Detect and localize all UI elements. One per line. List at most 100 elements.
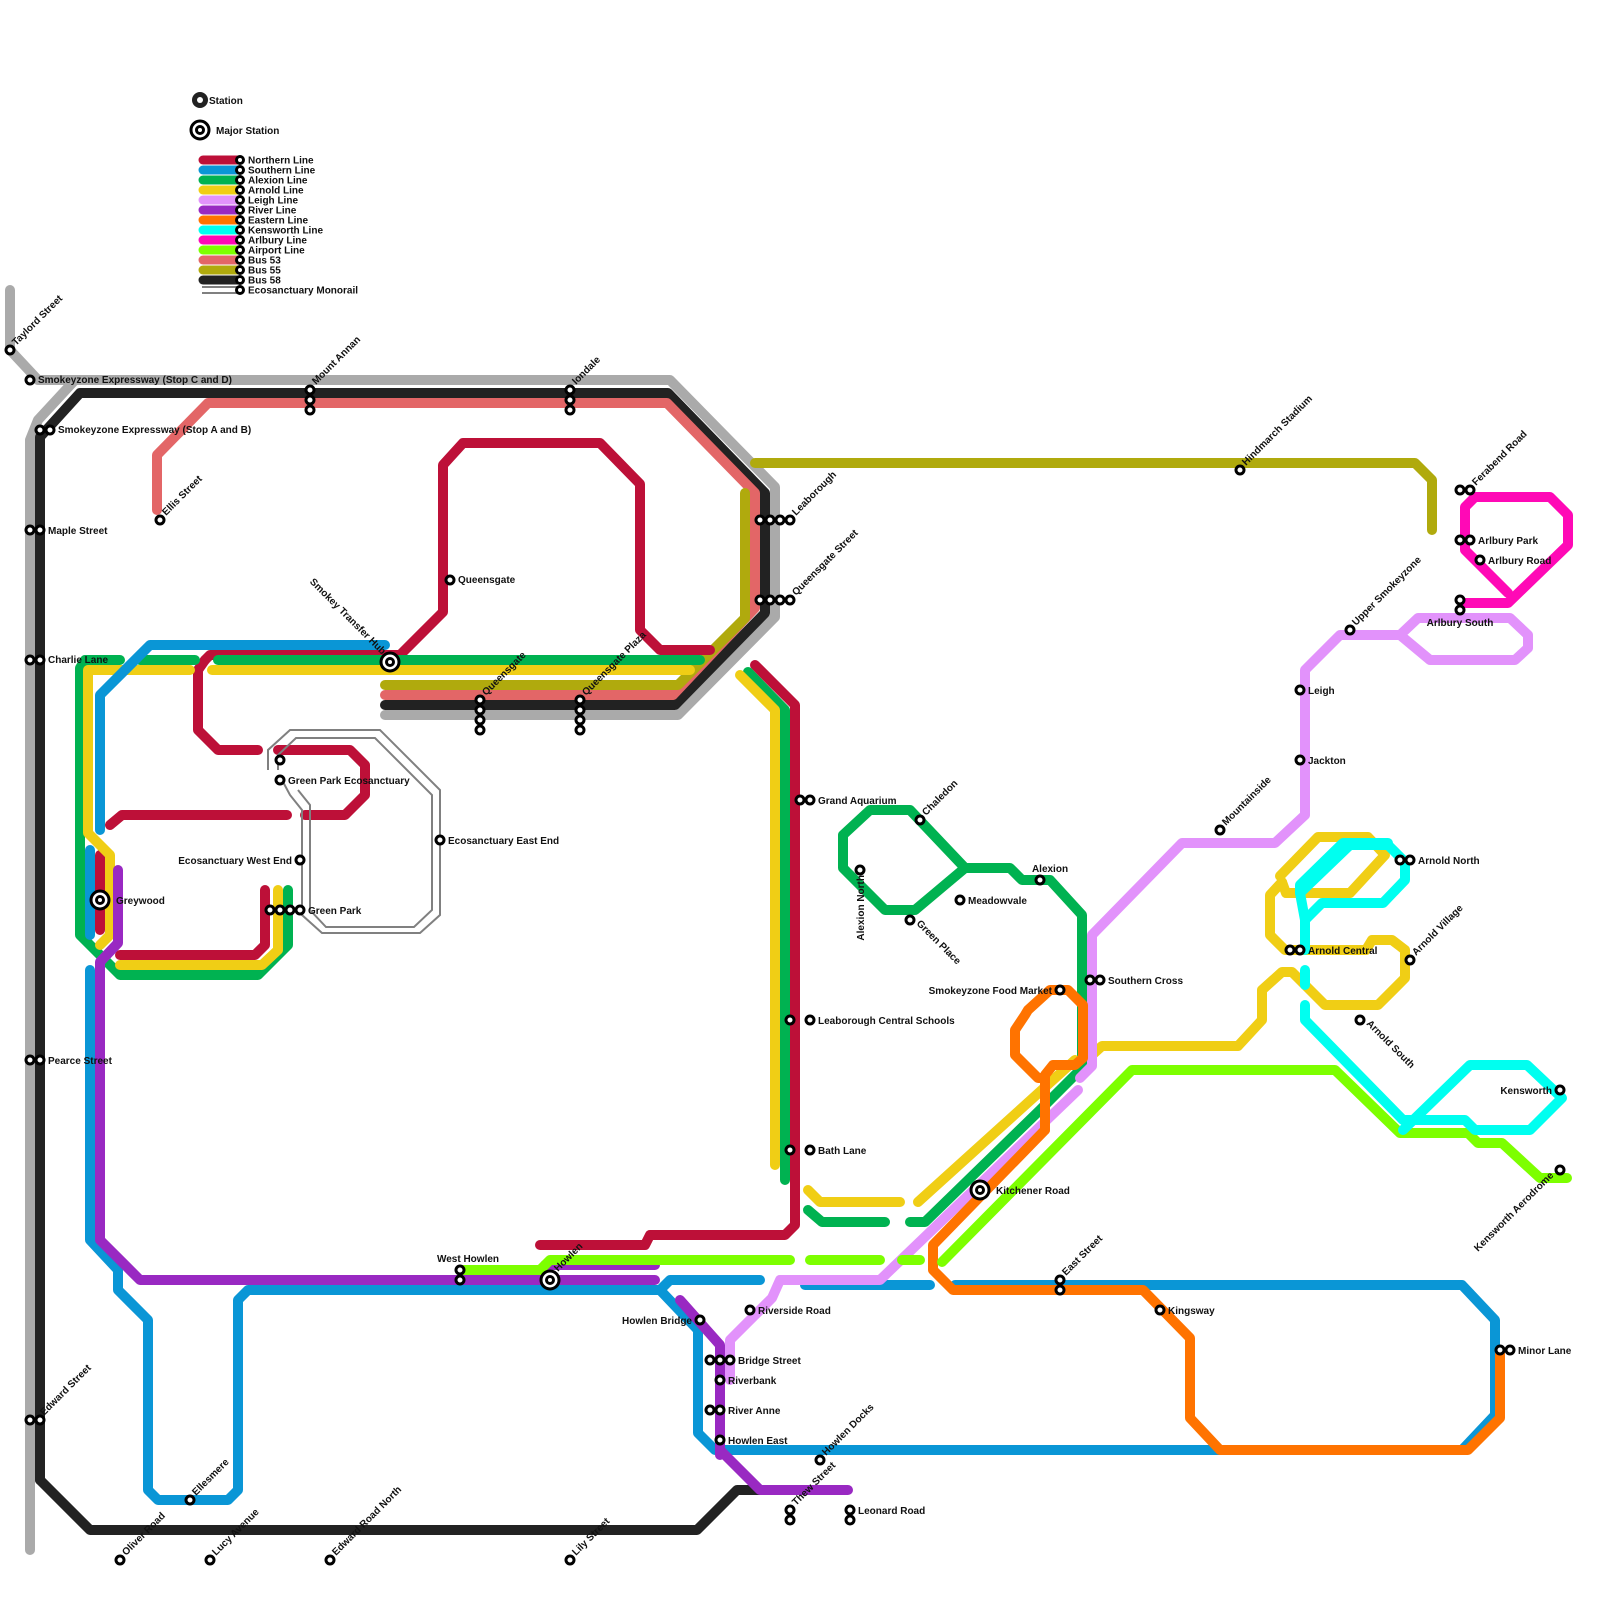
station-marker[interactable] bbox=[1294, 754, 1306, 766]
station-kensworth[interactable]: Kensworth bbox=[1500, 1084, 1566, 1097]
station-marker[interactable] bbox=[264, 904, 276, 916]
station-marker[interactable] bbox=[784, 1504, 796, 1516]
station-leonard-road[interactable]: Leonard Road bbox=[844, 1504, 925, 1526]
station-marker[interactable] bbox=[814, 1454, 826, 1466]
station-howlen-bridge[interactable]: Howlen Bridge bbox=[622, 1314, 706, 1327]
station-marker[interactable] bbox=[1494, 1344, 1506, 1356]
station-marker[interactable] bbox=[714, 1374, 726, 1386]
station-arlbury-park[interactable]: Arlbury Park bbox=[1454, 534, 1538, 547]
station-marker[interactable] bbox=[1394, 854, 1406, 866]
station-riverbank[interactable]: Riverbank bbox=[714, 1374, 777, 1387]
line-kensworth[interactable] bbox=[1295, 838, 1567, 1135]
station-marker[interactable] bbox=[1284, 944, 1296, 956]
station-marker[interactable] bbox=[294, 854, 306, 866]
station-arlbury-south[interactable]: Arlbury South bbox=[1427, 594, 1494, 629]
station-marker[interactable] bbox=[1404, 954, 1416, 966]
station-bridge-street[interactable]: Bridge Street bbox=[704, 1354, 801, 1367]
station-minor-lane[interactable]: Minor Lane bbox=[1494, 1344, 1572, 1357]
station-marker[interactable] bbox=[284, 904, 296, 916]
station-marker[interactable] bbox=[794, 794, 806, 806]
station-marker[interactable] bbox=[844, 1514, 856, 1526]
station-marker[interactable] bbox=[764, 514, 776, 526]
station-marker[interactable] bbox=[1464, 534, 1476, 546]
station-marker[interactable] bbox=[1554, 1084, 1566, 1096]
station-marker[interactable] bbox=[1504, 1344, 1516, 1356]
station-marker[interactable] bbox=[1054, 1274, 1066, 1286]
station-marker[interactable] bbox=[1214, 824, 1226, 836]
station-marker[interactable] bbox=[1294, 684, 1306, 696]
station-marker[interactable] bbox=[744, 1304, 756, 1316]
station-marker[interactable] bbox=[1464, 484, 1476, 496]
station-marker[interactable] bbox=[34, 524, 46, 536]
station-marker[interactable] bbox=[714, 1434, 726, 1446]
station-marker[interactable] bbox=[24, 1054, 36, 1066]
station-marker[interactable] bbox=[724, 1354, 736, 1366]
station-riverside-road[interactable]: Riverside Road bbox=[744, 1304, 831, 1317]
station-marker[interactable] bbox=[574, 704, 586, 716]
station-marker[interactable] bbox=[454, 1274, 466, 1286]
station-edward-road-north[interactable]: Edward Road North bbox=[324, 1484, 404, 1566]
station-marker[interactable] bbox=[24, 1414, 36, 1426]
station-marker[interactable] bbox=[474, 724, 486, 736]
station-kingsway[interactable]: Kingsway bbox=[1154, 1304, 1215, 1317]
station-queensgate-north[interactable]: Queensgate bbox=[444, 574, 516, 586]
station-river-anne[interactable]: River Anne bbox=[704, 1404, 781, 1417]
station-green-park-ecosanctuary[interactable]: Green Park Ecosanctuary bbox=[274, 754, 410, 787]
station-marker[interactable] bbox=[774, 514, 786, 526]
station-alexion-north[interactable]: Alexion North bbox=[854, 864, 867, 941]
station-lucy-avenue[interactable]: Lucy Avenue bbox=[204, 1507, 262, 1566]
station-marker[interactable] bbox=[1454, 604, 1466, 616]
station-marker[interactable] bbox=[204, 1554, 216, 1566]
station-southern-cross[interactable]: Southern Cross bbox=[1084, 974, 1183, 987]
station-marker[interactable] bbox=[564, 384, 576, 396]
line-eastern[interactable] bbox=[928, 985, 1505, 1455]
station-mountainside[interactable]: Mountainside bbox=[1214, 774, 1274, 836]
station-lily-street[interactable]: Lily Street bbox=[564, 1516, 613, 1566]
station-jackton[interactable]: Jackton bbox=[1294, 754, 1346, 767]
station-green-place[interactable]: Green Place bbox=[904, 914, 963, 967]
station-marker[interactable] bbox=[784, 1514, 796, 1526]
station-marker[interactable] bbox=[34, 1054, 46, 1066]
station-marker[interactable] bbox=[1034, 874, 1046, 886]
station-marker[interactable] bbox=[1354, 1014, 1366, 1026]
station-leaborough-central-schools[interactable]: Leaborough Central Schools bbox=[784, 1014, 955, 1027]
station-arlbury-road[interactable]: Arlbury Road bbox=[1474, 554, 1551, 567]
station-ecosanctuary-west-end[interactable]: Ecosanctuary West End bbox=[178, 854, 306, 867]
station-bath-lane[interactable]: Bath Lane bbox=[784, 1144, 867, 1157]
station-green-park[interactable]: Green Park bbox=[264, 904, 362, 917]
station-marker[interactable] bbox=[324, 1554, 336, 1566]
station-marker[interactable] bbox=[904, 914, 916, 926]
station-marker[interactable] bbox=[1454, 484, 1466, 496]
station-marker[interactable] bbox=[694, 1314, 706, 1326]
station-marker[interactable] bbox=[564, 1554, 576, 1566]
line-airport[interactable] bbox=[455, 1065, 1572, 1275]
station-marker[interactable] bbox=[714, 1404, 726, 1416]
station-west-howlen[interactable]: West Howlen bbox=[437, 1254, 499, 1286]
station-marker[interactable] bbox=[1094, 974, 1106, 986]
line-alexion[interactable] bbox=[75, 655, 1087, 1227]
station-smokeyzone-ab[interactable]: Smokeyzone Expressway (Stop A and B) bbox=[34, 424, 251, 436]
station-ferabend-road[interactable]: Ferabend Road bbox=[1454, 429, 1530, 496]
station-marker[interactable] bbox=[274, 754, 286, 766]
station-marker[interactable] bbox=[24, 524, 36, 536]
station-marker[interactable] bbox=[1154, 1304, 1166, 1316]
station-marker[interactable] bbox=[304, 394, 316, 406]
station-marker[interactable] bbox=[34, 654, 46, 666]
station-chaledon[interactable]: Chaledon bbox=[914, 778, 960, 826]
station-marker[interactable] bbox=[764, 594, 776, 606]
station-marker[interactable] bbox=[574, 724, 586, 736]
station-marker[interactable] bbox=[1054, 1284, 1066, 1296]
station-marker[interactable] bbox=[804, 794, 816, 806]
station-marker[interactable] bbox=[184, 1494, 196, 1506]
station-marker[interactable] bbox=[1054, 984, 1066, 996]
station-maple-street[interactable]: Maple Street bbox=[24, 524, 108, 537]
station-marker[interactable] bbox=[784, 1014, 796, 1026]
station-charlie-lane[interactable]: Charlie Lane bbox=[24, 654, 108, 666]
station-marker[interactable] bbox=[1234, 464, 1246, 476]
station-marker[interactable] bbox=[704, 1404, 716, 1416]
station-marker[interactable] bbox=[274, 904, 286, 916]
station-grand-aquarium[interactable]: Grand Aquarium bbox=[794, 794, 897, 807]
station-marker[interactable] bbox=[784, 1144, 796, 1156]
station-marker[interactable] bbox=[434, 834, 446, 846]
station-marker[interactable] bbox=[34, 424, 46, 436]
